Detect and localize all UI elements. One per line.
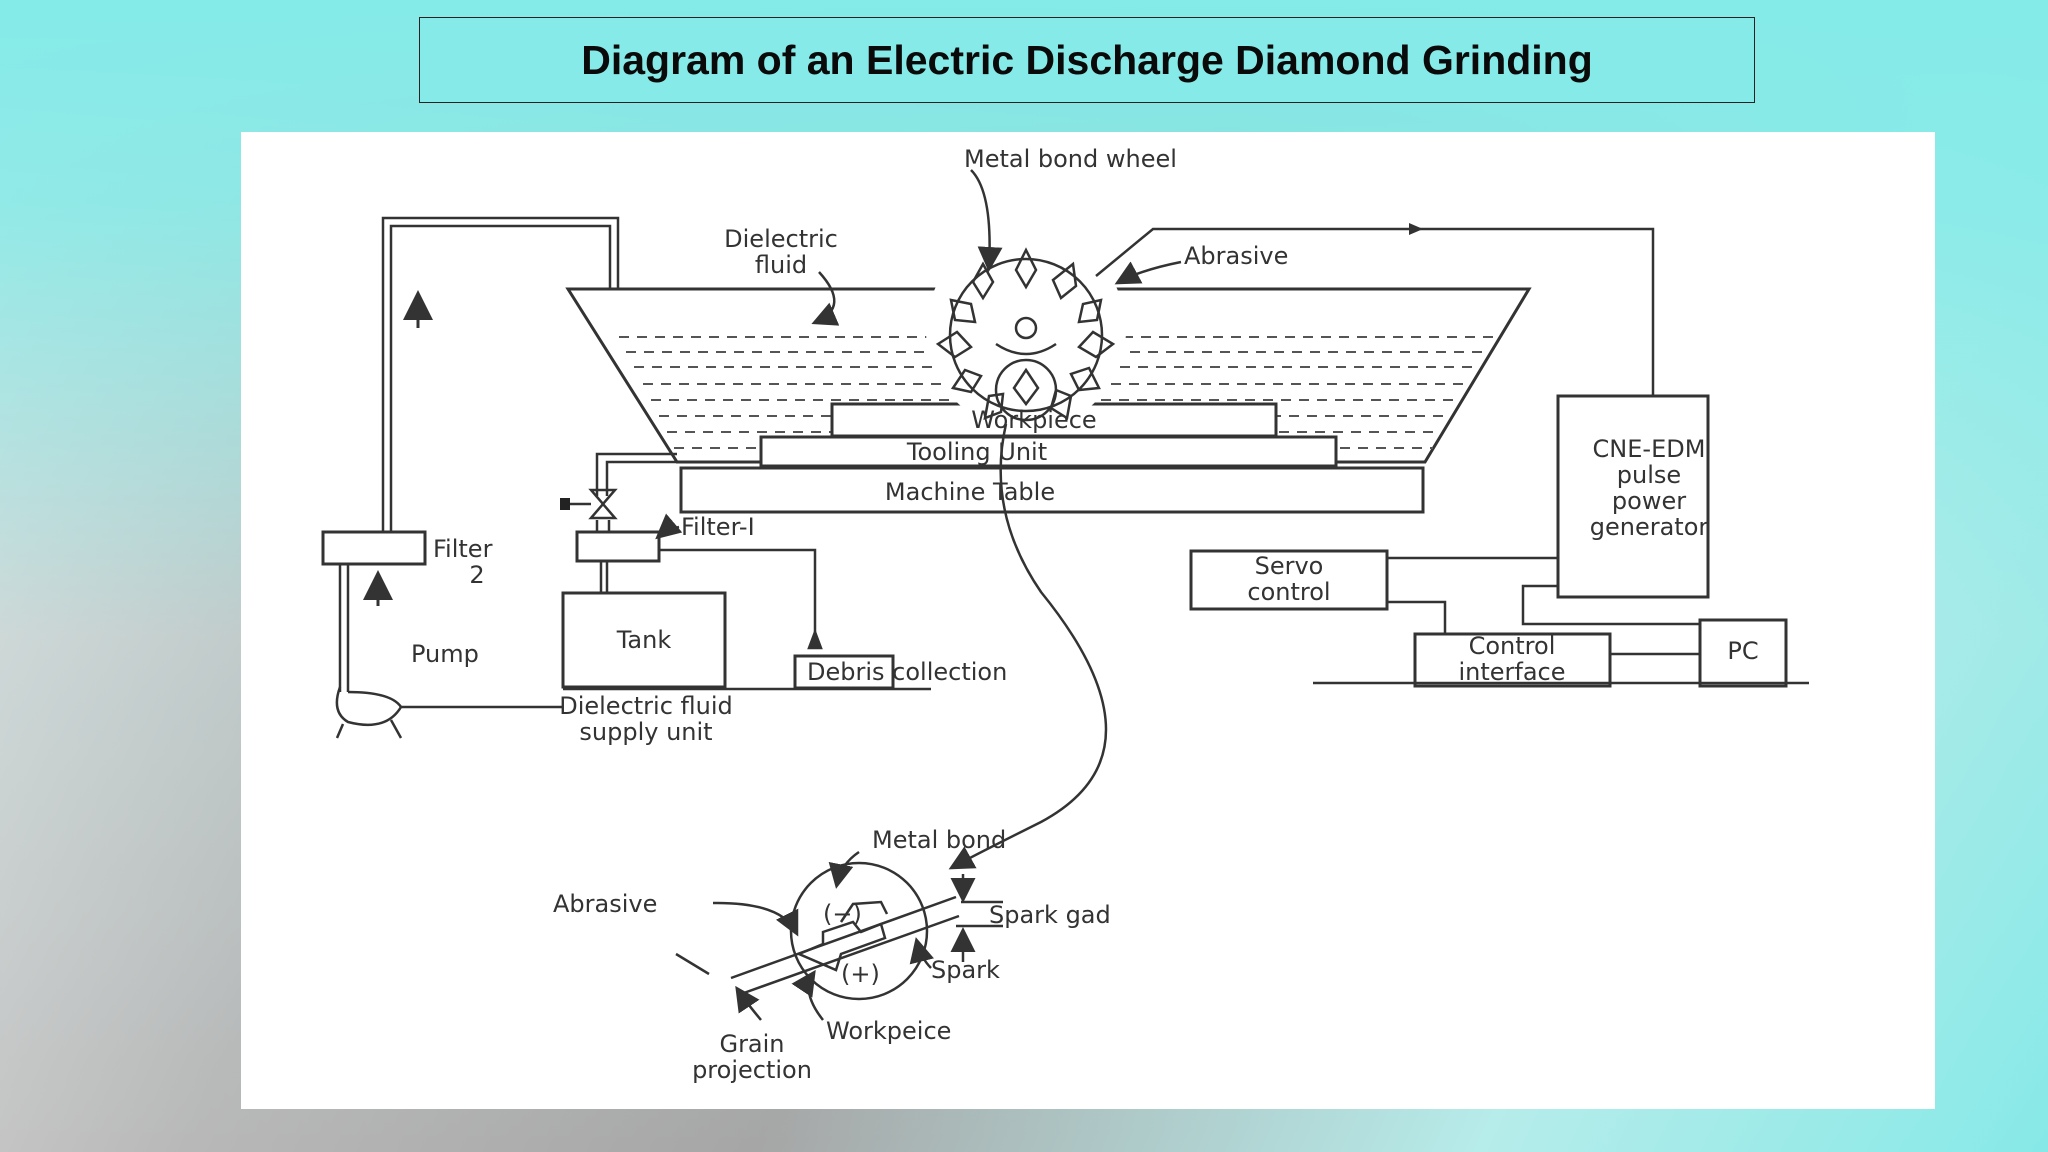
cne-edm-generator [1556, 394, 1710, 599]
tooling-unit [759, 435, 1338, 468]
pump [335, 686, 403, 739]
label-grain-2: projection [692, 1056, 812, 1084]
tank [561, 591, 727, 689]
label-dielectric-fluid-2: fluid [755, 251, 807, 279]
control-interface-box [1413, 632, 1612, 688]
label-control-1: Control [1469, 632, 1556, 660]
label-minus: (−) [823, 900, 862, 928]
label-abrasive: Abrasive [1184, 242, 1288, 270]
label-cne-4: generator [1590, 513, 1709, 541]
edm-grinding-diagram: Metal bond wheel Dielectric fluid Abrasi… [321, 145, 1809, 1084]
label-cne-2: pulse [1617, 461, 1681, 489]
metal-bond-pointer [828, 850, 860, 889]
spark-gap-detail [730, 861, 1003, 1001]
dielectric-trough [565, 287, 1532, 464]
abrasive-detail-pointer [712, 901, 799, 937]
label-control-2: interface [1458, 658, 1565, 686]
label-machine-table: Machine Table [885, 478, 1055, 506]
machine-table [679, 466, 1425, 514]
page-title: Diagram of an Electric Discharge Diamond… [581, 36, 1593, 83]
label-workpeice: Workpeice [826, 1017, 951, 1045]
return-pipe [338, 216, 620, 692]
label-servo-2: control [1247, 578, 1330, 606]
label-spark: Spark [931, 956, 1000, 984]
label-filter-2b: 2 [469, 561, 484, 589]
label-grain-1: Grain [719, 1030, 784, 1058]
dielectric-fluid-pointer [811, 271, 840, 326]
label-cne-3: power [1612, 487, 1686, 515]
label-cne-1: CNE-EDM [1593, 435, 1706, 463]
servo-control-box [1189, 549, 1389, 611]
label-servo-1: Servo [1255, 552, 1324, 580]
label-metal-bond: Metal bond [872, 826, 1006, 854]
filter1-pointer [655, 513, 683, 540]
zoom-curve [948, 423, 1108, 870]
grain-left-line [675, 952, 710, 976]
label-abrasive-detail: Abrasive [553, 890, 657, 918]
metal-bond-wheel-pointer [970, 169, 1003, 272]
label-pump: Pump [411, 640, 479, 668]
label-supply-unit-1: Dielectric fluid [559, 692, 733, 720]
label-filter-2a: Filter [433, 535, 493, 563]
valve-icon [560, 488, 618, 520]
label-spark-gad: Spark gad [989, 901, 1111, 929]
label-filter-1: Filter-I [681, 513, 755, 541]
filter-2 [321, 530, 427, 566]
metal-bond-wheel [926, 230, 1126, 430]
spark-pointer [909, 937, 934, 969]
label-plus: (+) [841, 960, 880, 988]
workpeice-pointer [791, 969, 824, 1021]
label-workpiece: Workpiece [971, 406, 1096, 434]
filter1-piping [595, 452, 823, 650]
label-supply-unit-2: supply unit [579, 718, 712, 746]
filter-1 [575, 530, 661, 563]
label-tooling-unit: Tooling Unit [906, 438, 1047, 466]
diagram-panel: Metal bond wheel Dielectric fluid Abrasi… [241, 132, 1935, 1109]
control-wiring [1313, 556, 1809, 685]
title-box: Diagram of an Electric Discharge Diamond… [419, 17, 1755, 103]
label-dielectric-fluid-1: Dielectric [724, 225, 838, 253]
grain-pointer [735, 985, 762, 1021]
abrasive-pointer [1114, 260, 1182, 285]
label-metal-bond-wheel: Metal bond wheel [964, 145, 1177, 173]
pc-box [1698, 618, 1788, 688]
label-tank: Tank [616, 626, 672, 654]
generator-to-wheel-line [1095, 223, 1655, 396]
label-debris-collection: Debris collection [807, 658, 1007, 686]
label-pc: PC [1727, 637, 1758, 665]
